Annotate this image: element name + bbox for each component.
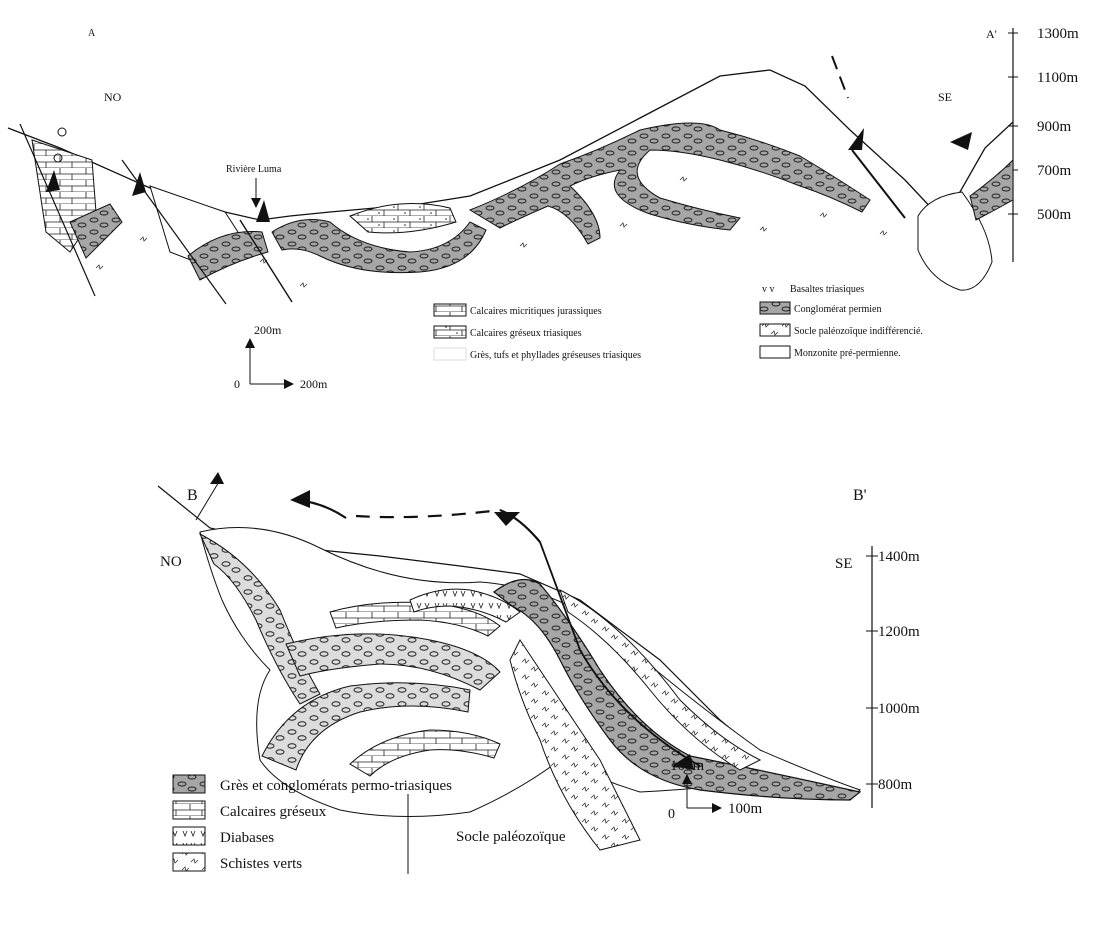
scale-vertical-label: 200m — [254, 323, 282, 337]
diabase-band — [409, 588, 521, 623]
section-a-legend-right: v v Basaltes triasiques Conglomérat perm… — [759, 284, 923, 359]
elevation-label: 1300m — [1037, 26, 1079, 42]
elevation-label: 1400m — [878, 549, 920, 565]
legend-swatch-micritic-limestone — [433, 303, 467, 317]
elevation-label: 1200m — [878, 624, 920, 640]
elevation-label: 700m — [1037, 163, 1072, 179]
legend-label: Socle paléozoïque indifférencié. — [794, 326, 923, 337]
fault-arrows — [46, 128, 972, 222]
section-a-legend-left: Calcaires micritiques jurassiques Calcai… — [433, 303, 641, 361]
legend-label: Monzonite pré-permienne. — [794, 348, 901, 359]
scale-vertical-label: 100m — [670, 758, 705, 774]
scale-origin-label: 0 — [234, 377, 240, 391]
legend-label: Calcaires gréseux triasiques — [470, 328, 582, 339]
elevation-label: 500m — [1037, 207, 1072, 223]
sandstone-conglomerate-nw — [198, 532, 321, 705]
legend-label: Grès et conglomérats permo-triasiques — [220, 778, 452, 794]
fault-block-conglomerate — [69, 203, 123, 259]
river-label: Rivière Luma — [226, 164, 282, 175]
conglomerate-fold-middle — [468, 122, 871, 245]
elevation-label: 1000m — [878, 701, 920, 717]
elevation-label: 900m — [1037, 119, 1072, 135]
calcareous-sandstone-band — [329, 601, 501, 637]
section-b-legend: Grès et conglomérats permo-triasiques Ca… — [172, 774, 566, 874]
legend-label: Calcaires micritiques jurassiques — [470, 306, 602, 317]
sandstone-conglomerate-se — [493, 578, 862, 801]
conglomerate-right — [969, 158, 1014, 221]
section-b-direction-nw: NO — [160, 554, 182, 570]
section-a-label-left: A — [88, 28, 96, 39]
section-a-direction-nw: NO — [104, 90, 122, 104]
legend-bracket-label: Socle paléozoïque — [456, 829, 566, 845]
legend-swatch-conglomerate — [759, 301, 791, 315]
section-b: B B' NO SE 1400m 1200m 1000m 800m — [157, 472, 920, 874]
legend-swatch-basalt-icon: v v — [762, 284, 775, 295]
section-a-label-right: A' — [986, 27, 997, 41]
basement-schist-marks — [95, 176, 888, 288]
section-b-label-right: B' — [853, 487, 867, 504]
legend-swatch-green-schist — [172, 852, 206, 872]
sandstone-conglomerate-lower — [261, 682, 471, 771]
legend-label: Basaltes triasiques — [790, 284, 864, 295]
legend-swatch-sandstone-tuff — [433, 347, 467, 361]
legend-swatch-basement — [759, 323, 791, 337]
section-a-faults — [19, 55, 906, 305]
green-schist-zone-2 — [559, 588, 762, 771]
legend-swatch-diabase — [172, 826, 206, 846]
elevation-label: 1100m — [1037, 70, 1078, 86]
legend-swatch-calcareous-sandstone — [433, 325, 467, 339]
fault-motion-symbol-icon — [57, 127, 67, 137]
legend-label: Schistes verts — [220, 856, 302, 872]
conglomerate-band-center — [271, 219, 487, 274]
sandstone-conglomerate-mid — [285, 633, 501, 691]
scale-horizontal-label: 200m — [300, 377, 328, 391]
section-a-direction-se: SE — [938, 90, 952, 104]
green-schist-zone — [509, 639, 641, 851]
section-a-elevation-axis: 1300m 1100m 900m 700m 500m — [1008, 26, 1079, 262]
legend-label: Grès, tufs et phyllades gréseuses triasi… — [470, 350, 641, 361]
monzonite-body — [917, 191, 993, 291]
legend-label: Calcaires gréseux — [220, 804, 327, 820]
legend-swatch-monzonite — [759, 345, 791, 359]
calcareous-sandstone-band-lower — [349, 729, 501, 777]
fault-block-conglomerate-2 — [187, 231, 269, 281]
thrust-arrows — [210, 472, 694, 770]
legend-swatch-calcareous-sandstone — [172, 800, 206, 820]
legend-label: Conglomérat permien — [794, 304, 881, 315]
elevation-label: 800m — [878, 777, 913, 793]
scale-origin-label: 0 — [668, 807, 675, 822]
calcareous-sandstone-lens — [349, 203, 457, 234]
section-b-direction-se: SE — [835, 556, 853, 572]
legend-swatch-sandstone-conglomerate — [172, 774, 206, 794]
section-b-scale-bar: 100m 0 100m — [668, 758, 763, 822]
section-b-label-left: B — [187, 487, 198, 504]
fault-motion-symbol-icon — [53, 153, 63, 163]
section-a: A A' NO SE 1300m 1100m 900m 700m 500m — [7, 26, 1079, 391]
legend-label: Diabases — [220, 830, 274, 846]
scale-horizontal-label: 100m — [728, 801, 763, 817]
section-a-scale-bar: 200m 0 200m — [234, 323, 328, 391]
section-b-elevation-axis: 1400m 1200m 1000m 800m — [866, 546, 920, 808]
